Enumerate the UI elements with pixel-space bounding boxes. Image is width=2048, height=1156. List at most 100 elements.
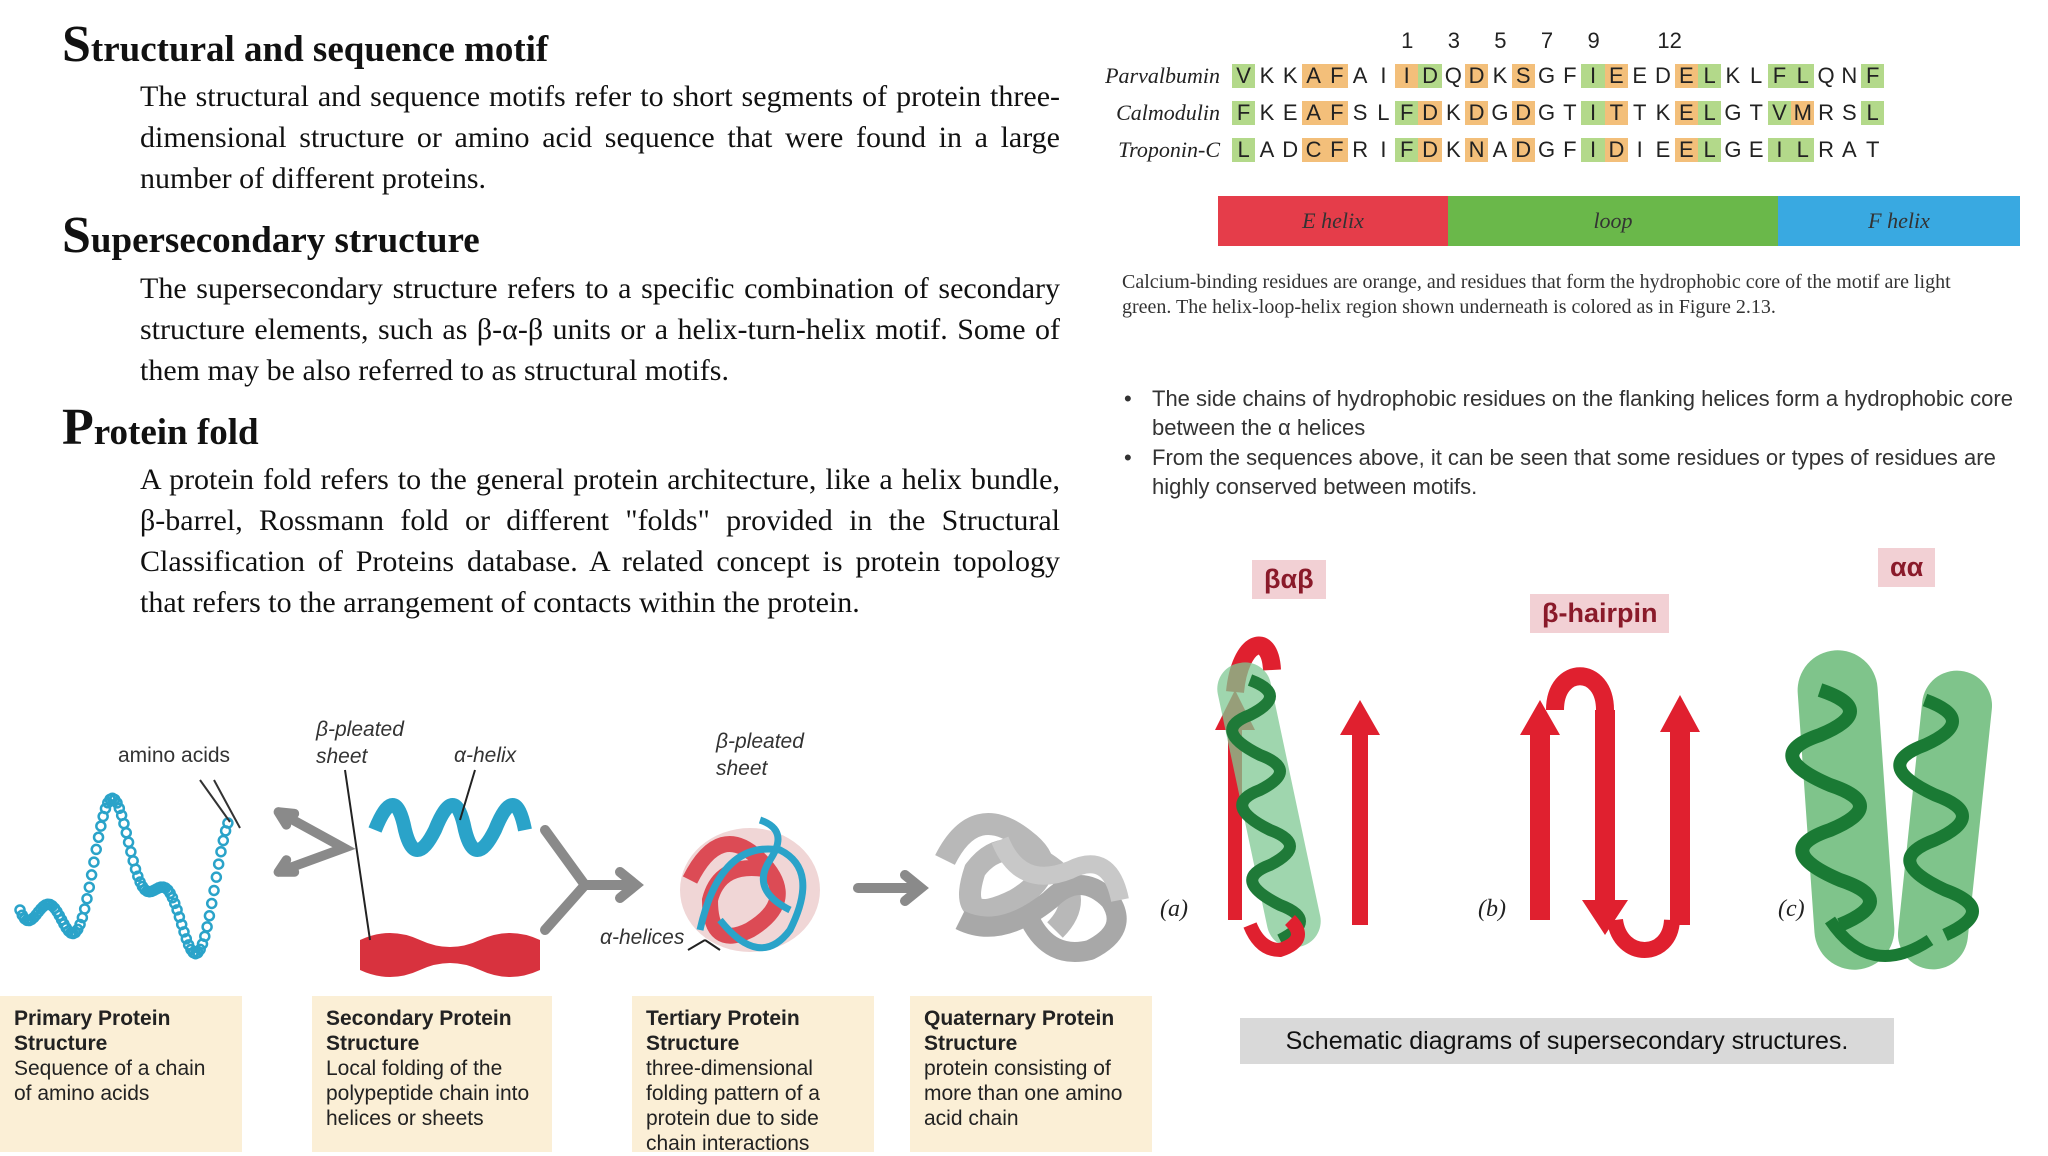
- label-amino-acids: amino acids: [118, 744, 231, 767]
- residue-cell: I: [1395, 64, 1419, 88]
- residue-cell: K: [1445, 100, 1461, 125]
- residue-cell: I: [1636, 137, 1643, 162]
- box-primary-structure: Primary Protein Structure Sequence of a …: [0, 996, 242, 1152]
- residue-cell: K: [1445, 137, 1461, 162]
- amino-acid-bead: [215, 845, 227, 858]
- section-supersecondary: Supersecondary structure The supersecond…: [62, 205, 1062, 390]
- amino-acid-bead: [90, 843, 102, 856]
- residue-cell: L: [1750, 63, 1763, 88]
- label-aa: αα: [1878, 548, 1936, 587]
- residue-cell: D: [1418, 138, 1442, 162]
- residue-number: 7: [1540, 28, 1554, 53]
- schematic-caption: Schematic diagrams of supersecondary str…: [1240, 1018, 1894, 1064]
- amino-acid-bead: [194, 943, 206, 956]
- residue-cell: E: [1604, 64, 1629, 88]
- amino-acid-bead: [88, 856, 100, 868]
- sequence-name: Troponin-C: [1118, 137, 1220, 162]
- amino-acid-bead: [92, 831, 105, 844]
- amino-acid-bead: [217, 834, 230, 847]
- bullet-item: •The side chains of hydrophobic residues…: [1124, 386, 2013, 440]
- residue-cell: T: [1604, 101, 1629, 125]
- residue-cell: K: [1282, 63, 1298, 88]
- amino-acid-bead: [111, 797, 123, 809]
- residue-cell: F: [1861, 64, 1885, 88]
- amino-acid-bead: [178, 926, 190, 938]
- residue-cell: L: [1697, 138, 1722, 162]
- amino-acid-bead: [99, 802, 112, 815]
- residue-cell: T: [1749, 100, 1763, 125]
- residue-cell: D: [1464, 101, 1489, 125]
- residue-cell: I: [1581, 101, 1605, 125]
- amino-acid-bead: [120, 827, 133, 839]
- tertiary-structure: [680, 816, 820, 952]
- residue-cell: D: [1511, 101, 1535, 125]
- label-bab: βαβ: [1252, 560, 1326, 599]
- supersecondary-diagrams: [1215, 636, 1993, 970]
- paragraph-supersecondary: The supersecondary structure refers to a…: [140, 271, 1060, 387]
- residue-cell: G: [1491, 100, 1509, 125]
- residue-cell: R: [1818, 137, 1835, 162]
- residue-cell: G: [1724, 137, 1742, 162]
- definitions-panel: Structural and sequence motif The struct…: [62, 14, 1062, 629]
- heading-protein-fold: Protein fold: [62, 398, 259, 456]
- bullet-item: •From the sequences above, it can be see…: [1124, 445, 1996, 499]
- residue-cell: T: [1563, 100, 1577, 125]
- residue-cell: V: [1767, 101, 1792, 125]
- residue-cell: F: [1767, 64, 1792, 88]
- residue-cell: I: [1380, 63, 1387, 88]
- residue-cell: L: [1697, 101, 1722, 125]
- residue-cell: D: [1655, 63, 1671, 88]
- residue-number: 3: [1447, 28, 1460, 53]
- section-protein-fold: Protein fold A protein fold refers to th…: [62, 397, 1062, 623]
- paragraph-protein-fold: A protein fold refers to the general pro…: [140, 463, 1060, 620]
- residue-cell: L: [1697, 64, 1722, 88]
- residue-cell: F: [1395, 101, 1419, 125]
- protein-levels-illustration: [14, 769, 1129, 977]
- residue-number: 9: [1587, 28, 1600, 53]
- residue-cell: F: [1563, 137, 1577, 162]
- amino-acid-bead: [208, 884, 220, 897]
- residue-cell: K: [1492, 63, 1508, 88]
- residue-cell: D: [1464, 64, 1489, 88]
- residue-cell: L: [1791, 138, 1815, 162]
- residue-cell: S: [1842, 100, 1857, 125]
- label-beta-hairpin: β-hairpin: [1530, 594, 1670, 633]
- box-secondary-structure: Secondary Protein Structure Local foldin…: [312, 996, 552, 1152]
- residue-cell: A: [1352, 63, 1368, 88]
- residue-cell: A: [1301, 101, 1326, 125]
- amino-acid-bead: [83, 881, 96, 893]
- amino-acid-bead: [122, 836, 135, 849]
- residue-cell: K: [1259, 63, 1275, 88]
- amino-acid-bead: [81, 892, 93, 905]
- residue-cell: K: [1655, 100, 1671, 125]
- residue-cell: F: [1325, 138, 1349, 162]
- amino-acid-bead: [169, 897, 181, 910]
- amino-acid-bead: [166, 891, 179, 904]
- residue-cell: D: [1418, 64, 1442, 88]
- amino-acid-bead: [201, 921, 213, 933]
- residue-cell: K: [1259, 100, 1275, 125]
- residue-cell: E: [1282, 100, 1298, 125]
- residue-number: 5: [1494, 28, 1507, 53]
- residue-cell: F: [1395, 138, 1419, 162]
- label-beta-pleated-sheet-tertiary: β-pleated sheet: [716, 730, 804, 780]
- residue-cell: E: [1748, 137, 1764, 162]
- amino-acid-chain: [14, 792, 234, 960]
- amino-acid-bead: [212, 858, 225, 870]
- residue-cell: N: [1464, 138, 1489, 162]
- residue-cell: N: [1841, 63, 1858, 88]
- residue-cell: E: [1632, 63, 1648, 88]
- residue-cell: F: [1325, 101, 1349, 125]
- residue-cell: E: [1674, 64, 1698, 88]
- residue-cell: L: [1861, 101, 1885, 125]
- residue-cell: F: [1563, 63, 1577, 88]
- residue-cell: A: [1301, 64, 1326, 88]
- heading-supersecondary: Supersecondary structure: [62, 207, 480, 265]
- bullet-list: •The side chains of hydrophobic residues…: [1118, 384, 2018, 502]
- paragraph-structural-motif: The structural and sequence motifs refer…: [140, 80, 1060, 196]
- amino-acid-bead: [113, 802, 126, 815]
- residue-cell: G: [1537, 63, 1556, 88]
